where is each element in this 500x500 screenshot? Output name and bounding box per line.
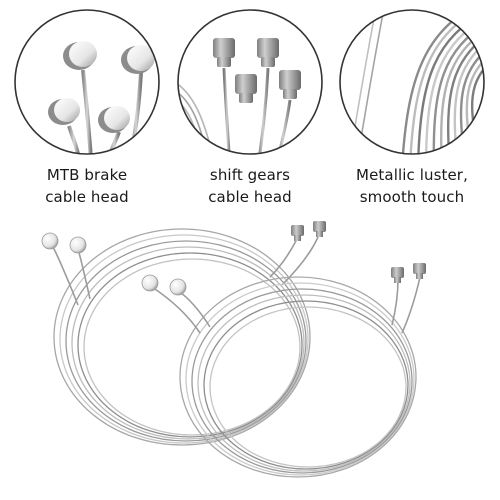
shift-head-pair-left: [291, 221, 326, 241]
brake-head-pair-right: [141, 274, 187, 296]
coiled-cables-illustration: [41, 221, 426, 478]
brake-head-detail-circle: [13, 8, 161, 156]
brake-head-4: [98, 106, 130, 133]
shift-head-3: [235, 74, 257, 103]
shift-head-caption: shift gears cable head: [168, 164, 332, 208]
shift-cable-head-icon: [177, 9, 323, 155]
shift-head-2: [257, 38, 279, 67]
brake-head-1: [63, 41, 97, 70]
shift-head-1: [213, 38, 235, 67]
cable-coil-left: [51, 228, 319, 446]
shift-head-pair-right: [391, 263, 426, 283]
cable-coil-right: [151, 276, 421, 478]
brake-head-caption: MTB brake cable head: [5, 164, 169, 208]
brake-caption-line-2: cable head: [45, 188, 129, 206]
steel-wire-strands-icon: [339, 9, 485, 155]
brake-head-pair-left: [41, 232, 87, 254]
shift-caption-line-2: cable head: [208, 188, 292, 206]
metallic-luster-caption: Metallic luster, smooth touch: [330, 164, 494, 208]
brake-caption-line-1: MTB brake: [46, 166, 128, 184]
metallic-luster-detail-circle: [338, 8, 486, 156]
brake-head-2: [121, 45, 155, 74]
brake-cable-head-icon: [14, 9, 160, 155]
luster-caption-line-1: Metallic luster,: [356, 166, 468, 184]
luster-caption-line-2: smooth touch: [359, 188, 465, 206]
brake-head-3: [48, 98, 80, 125]
shift-head-detail-circle: [176, 8, 324, 156]
shift-head-4: [279, 70, 301, 99]
shift-caption-line-1: shift gears: [209, 166, 291, 184]
